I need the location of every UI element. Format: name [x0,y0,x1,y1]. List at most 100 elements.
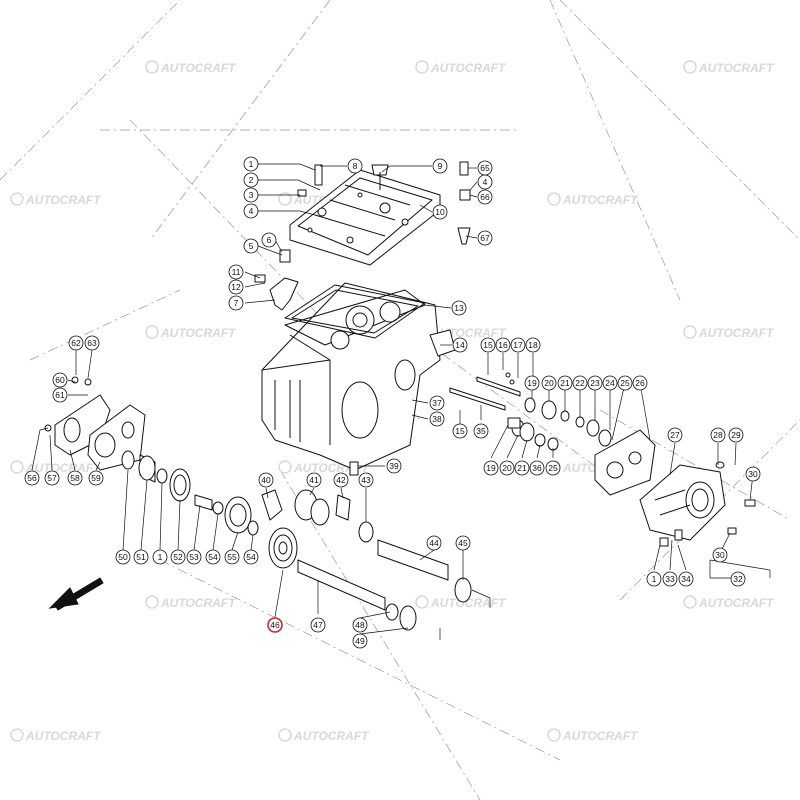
callout-25[interactable]: 25 [617,375,633,391]
callout-49[interactable]: 49 [352,633,368,649]
callout-label: 3 [249,190,254,200]
callout-5[interactable]: 5 [243,238,259,254]
watermark-text: AUTOCRAFT [160,61,237,75]
callout-19[interactable]: 19 [524,375,540,391]
callout-35[interactable]: 35 [473,423,489,439]
callout-56[interactable]: 56 [24,470,40,486]
callout-22[interactable]: 22 [572,375,588,391]
callout-label: 23 [590,378,600,388]
callout-23[interactable]: 23 [587,375,603,391]
callout-51[interactable]: 51 [133,549,149,565]
callout-label: 37 [432,398,442,408]
callout-47[interactable]: 47 [310,617,326,633]
callout-13[interactable]: 13 [451,300,467,316]
callout-15b[interactable]: 15 [452,423,468,439]
callout-label: 48 [355,620,365,630]
callout-45[interactable]: 45 [455,535,471,551]
callout-26[interactable]: 26 [632,375,648,391]
callout-11[interactable]: 11 [228,264,244,280]
callout-57[interactable]: 57 [44,470,60,486]
callout-36[interactable]: 36 [529,460,545,476]
callout-3[interactable]: 3 [243,187,259,203]
callout-21[interactable]: 21 [557,375,573,391]
callout-2[interactable]: 2 [243,172,259,188]
callout-34[interactable]: 34 [678,571,694,587]
watermark-text: AUTOCRAFT [562,193,639,207]
callout-38[interactable]: 38 [429,411,445,427]
callout-32[interactable]: 32 [730,571,746,587]
callout-label: 54 [208,552,218,562]
callout-67[interactable]: 1 [152,549,168,565]
callout-25b[interactable]: 25 [545,460,561,476]
callout-66[interactable]: 67 [477,230,493,246]
callout-10[interactable]: 10 [432,204,448,220]
callout-6[interactable]: 6 [261,232,277,248]
callout-12[interactable]: 12 [228,279,244,295]
watermark-text: AUTOCRAFT [698,61,775,75]
callout-1b[interactable]: 1 [646,571,662,587]
callout-16[interactable]: 16 [495,337,511,353]
callout-14[interactable]: 14 [452,337,468,353]
callout-65[interactable]: 66 [477,189,493,205]
callout-41[interactable]: 41 [306,472,322,488]
callout-4[interactable]: 4 [243,203,259,219]
callout-1[interactable]: 1 [243,156,259,172]
callout-15[interactable]: 15 [480,337,496,353]
callout-4b[interactable]: 4 [477,174,493,190]
callout-48[interactable]: 48 [352,617,368,633]
callout-50[interactable]: 50 [115,549,131,565]
callout-61[interactable]: 61 [52,387,68,403]
callout-29[interactable]: 29 [728,427,744,443]
callout-62[interactable]: 62 [68,335,84,351]
callout-30b[interactable]: 30 [712,547,728,563]
callout-7[interactable]: 7 [228,295,244,311]
callout-43[interactable]: 43 [358,472,374,488]
callout-63[interactable]: 63 [84,335,100,351]
bolt-39-drawing [349,461,359,476]
callout-54[interactable]: 54 [205,549,221,565]
callout-39[interactable]: 39 [386,458,402,474]
callout-55[interactable]: 55 [224,549,240,565]
callout-52[interactable]: 52 [170,549,186,565]
callout-37[interactable]: 37 [429,395,445,411]
callout-label: 27 [670,430,680,440]
callout-label: 49 [355,636,365,646]
callout-30[interactable]: 30 [745,466,761,482]
callout-label: 17 [513,340,523,350]
callout-40[interactable]: 40 [258,472,274,488]
callout-8[interactable]: 8 [347,158,363,174]
callout-60[interactable]: 60 [52,372,68,388]
callout-18[interactable]: 18 [525,337,541,353]
watermark-text: AUTOCRAFT [430,596,507,610]
callout-27[interactable]: 27 [667,427,683,443]
callout-label: 26 [635,378,645,388]
callout-label: 59 [91,473,101,483]
callout-label: 19 [486,463,496,473]
callout-24[interactable]: 24 [602,375,618,391]
callout-label: 58 [70,473,80,483]
callout-20[interactable]: 20 [541,375,557,391]
watermark-text: AUTOCRAFT [698,326,775,340]
callout-9[interactable]: 9 [432,158,448,174]
watermark-text: AUTOCRAFT [25,193,102,207]
callout-label: 22 [575,378,585,388]
callout-label: 30 [748,469,758,479]
callout-54b[interactable]: 54 [243,549,259,565]
callout-64[interactable]: 65 [477,160,493,176]
watermark-text: AUTOCRAFT [430,61,507,75]
callout-42[interactable]: 42 [333,472,349,488]
callout-label: 25 [620,378,630,388]
callout-label: 67 [480,233,490,243]
watermark-text: AUTOCRAFT [293,729,370,743]
callout-53[interactable]: 53 [186,549,202,565]
callout-19b[interactable]: 19 [483,460,499,476]
callout-33[interactable]: 33 [662,571,678,587]
callout-59[interactable]: 59 [88,470,104,486]
callout-21b[interactable]: 21 [514,460,530,476]
callout-44[interactable]: 44 [426,535,442,551]
callout-20b[interactable]: 20 [499,460,515,476]
callout-28[interactable]: 28 [710,427,726,443]
callout-58[interactable]: 58 [67,470,83,486]
callout-46[interactable]: 46 [267,617,283,633]
callout-17[interactable]: 17 [510,337,526,353]
